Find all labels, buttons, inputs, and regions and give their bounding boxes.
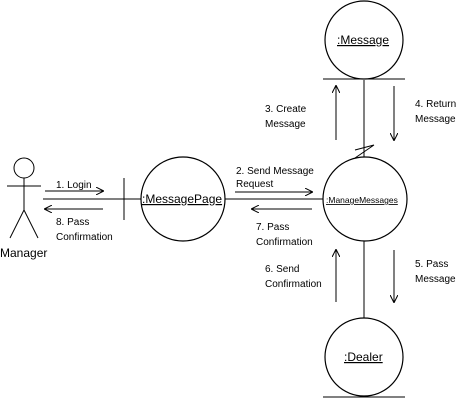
managemessages-control: :ManageMessages [322, 144, 408, 242]
label-m3-line2: Message [265, 119, 306, 130]
dealer-circle [324, 317, 404, 397]
label-m6-line1: 6. Send [265, 264, 299, 275]
label-m6-line2: Confirmation [265, 279, 322, 290]
label-m4-line1: 4. Return [415, 99, 456, 110]
label-m3-line1: 3. Create [265, 104, 307, 115]
dealer-label: :Dealer [344, 350, 383, 364]
label-m8-line1: 8. Pass [56, 217, 89, 228]
label-m5-line2: Message [415, 274, 456, 285]
actor-head [13, 157, 35, 179]
label-m2-line2: Request [236, 179, 273, 190]
actor-label: Manager [0, 246, 47, 260]
actor-right-leg [23, 209, 39, 239]
label-m7-line2: Confirmation [256, 237, 313, 248]
message-entity: :Message [323, 0, 405, 80]
dealer-entity: :Dealer [323, 317, 405, 398]
messagepage-label: :MessagePage [142, 192, 222, 206]
managemessages-circle [322, 156, 408, 242]
messagepage-boundary: :MessagePage [123, 156, 226, 242]
label-m5-line1: 5. Pass [415, 259, 448, 270]
message-label: :Message [337, 33, 389, 47]
label-m7-line1: 7. Pass [256, 222, 289, 233]
label-m8-line2: Confirmation [56, 232, 113, 243]
label-m4-line2: Message [415, 114, 456, 125]
label-m2-line1: 2. Send Message [236, 166, 314, 177]
manager-actor: Manager [0, 157, 47, 260]
label-login: 1. Login [56, 180, 92, 191]
actor-left-leg [9, 209, 25, 239]
managemessages-label: :ManageMessages [326, 195, 398, 205]
